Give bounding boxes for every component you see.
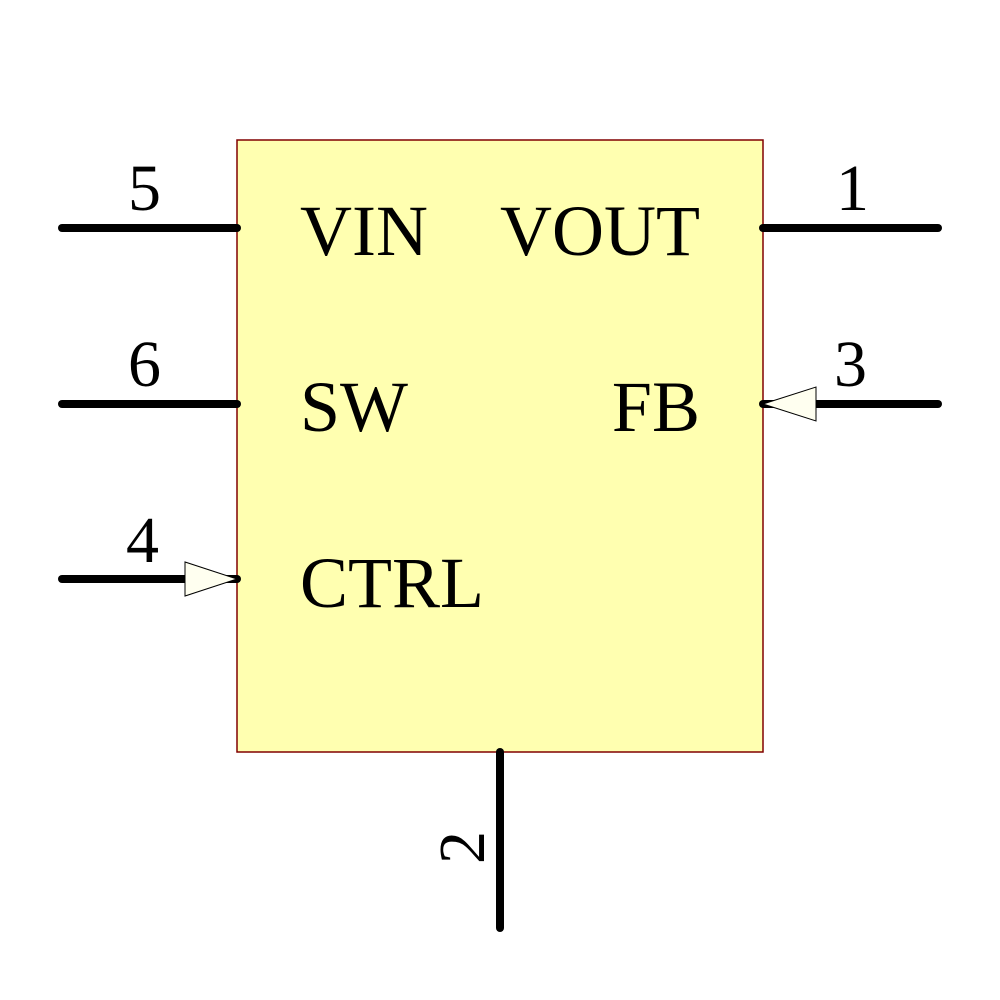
pin-label-vout: VOUT: [500, 191, 700, 271]
pin-3-number: 3: [834, 328, 867, 401]
pin-2-number: 2: [426, 831, 499, 864]
pin-4-number: 4: [126, 504, 159, 577]
pin-5-vin[interactable]: 5: [58, 152, 241, 232]
pin-1-vout[interactable]: 1: [759, 152, 942, 232]
pin-6-sw[interactable]: 6: [58, 328, 241, 408]
input-arrow-icon: [761, 386, 817, 422]
pin-3-fb[interactable]: 3: [759, 328, 942, 422]
pin-4-ctrl[interactable]: 4: [58, 504, 241, 597]
pin-label-ctrl: CTRL: [300, 543, 484, 623]
pin-5-number: 5: [128, 152, 161, 225]
pin-2[interactable]: 2: [426, 748, 504, 932]
pin-label-fb: FB: [612, 367, 700, 447]
pin-label-vin: VIN: [300, 191, 428, 271]
component-body[interactable]: [236, 139, 764, 753]
pin-6-number: 6: [128, 328, 161, 401]
pin-1-number: 1: [836, 152, 869, 225]
pin-label-sw: SW: [300, 367, 408, 447]
input-arrow-icon: [184, 561, 239, 597]
